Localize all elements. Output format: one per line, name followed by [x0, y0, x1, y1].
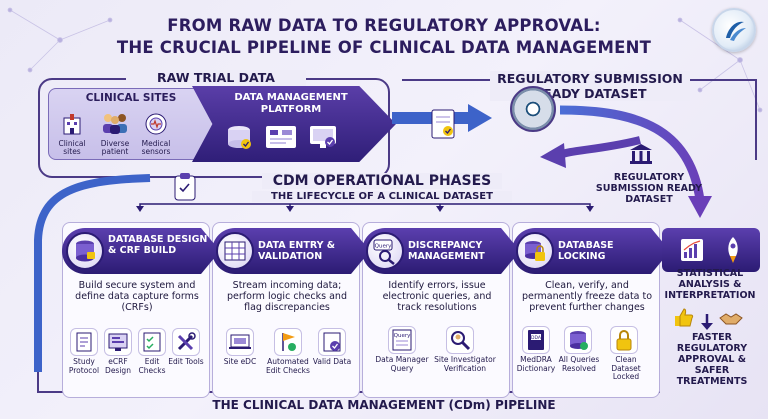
dda-icon-text: DDA [531, 335, 542, 341]
item-label-site-edc: Site eDC [223, 357, 257, 366]
site-edc-icon [226, 328, 254, 356]
site-label-sensors: Medical sensors [141, 139, 171, 156]
monitor-check-icon [310, 126, 336, 148]
item-label-meddra: MedDRA Dictionary [516, 355, 556, 373]
bar-chart-icon [681, 239, 703, 261]
item-label-automated-checks: Automated Edit Checks [266, 357, 310, 375]
data-management-platform-title: DATA MANAGEMENT PLATFORM [234, 92, 348, 115]
data-grid-icon [216, 232, 254, 270]
phase-desc-discrepancy: Identify errors, issue electronic querie… [382, 280, 492, 313]
phase-desc-design: Build secure system and define data capt… [75, 280, 199, 313]
phase-title-design: DATABASE DESIGN & CRF BUILD [108, 234, 208, 256]
clinical-sites-title: CLINICAL SITES [85, 92, 177, 104]
medical-sensors-icon [145, 113, 167, 135]
workflow-chart-icon [266, 126, 296, 148]
meddra-dictionary-icon: DDA [522, 326, 550, 354]
clinical-site-building-icon [63, 114, 81, 135]
submission-side-label: REGULATORY SUBMISSION READY DATASET [595, 172, 703, 205]
down-arrow-icon [701, 314, 713, 330]
document-check-icon [431, 109, 455, 139]
pipeline-footer-title: THE CLINICAL DATA MANAGEMENT (CDm) PIPEL… [212, 398, 556, 412]
phase-desc-entry: Stream incoming data; perform logic chec… [227, 280, 347, 313]
edit-checks-icon [138, 328, 166, 356]
government-building-icon [630, 144, 652, 164]
handshake-icon [719, 313, 743, 325]
phases-header-subtitle: THE LIFECYCLE OF A CLINICAL DATASET [252, 191, 512, 202]
dataset-locked-icon [610, 326, 638, 354]
main-title-line1: FROM RAW DATA TO REGULATORY APPROVAL: [167, 16, 601, 35]
query-search-icon: Query [366, 232, 404, 270]
clipboard-check-icon [174, 173, 196, 201]
database-padlock-icon [516, 232, 554, 270]
item-label-queries-resolved: All Queries Resolved [558, 355, 600, 373]
phase-title-discrepancy: DISCREPANCY MANAGEMENT [408, 240, 485, 262]
analysis-label: STATISTICAL ANALYSIS & INTERPRETATION [664, 268, 756, 301]
item-label-dataset-locked: Clean Dataset Locked [611, 355, 641, 381]
query-item-text: Query [394, 333, 411, 339]
valid-data-icon [318, 328, 346, 356]
company-logo-icon [712, 8, 756, 52]
queries-resolved-icon [564, 326, 592, 354]
investigator-verification-icon [446, 326, 474, 354]
thumbs-up-icon [675, 308, 694, 327]
item-label-edit-checks: Edit Checks [138, 357, 166, 375]
database-lock-icon [66, 232, 104, 270]
phase-title-locking: DATABASE LOCKING [558, 240, 614, 262]
dataset-disc-icon [510, 86, 556, 132]
data-manager-query-icon: Query [388, 326, 416, 354]
outcome-label: FASTER REGULATORY APPROVAL & SAFER TREAT… [676, 332, 748, 387]
diverse-patients-icon [103, 114, 127, 134]
data-management-platform-arrow [192, 86, 396, 162]
item-label-study-protocol: Study Protocol [68, 357, 100, 375]
phases-header-title: CDM OPERATIONAL PHASES [262, 173, 502, 189]
site-label-clinical: Clinical sites [58, 139, 86, 156]
phase-desc-locking: Clean, verify, and permanently freeze da… [521, 280, 653, 313]
database-stack-icon [228, 126, 251, 149]
main-title-line2: THE CRUCIAL PIPELINE OF CLINICAL DATA MA… [116, 38, 652, 57]
item-label-data-manager-query: Data Manager Query [375, 355, 429, 373]
edit-tools-icon [172, 328, 200, 356]
automated-checks-icon [274, 328, 302, 356]
query-icon-text: Query [375, 244, 392, 250]
item-label-ecrf-design: eCRF Design [105, 357, 131, 375]
phase-title-entry: DATA ENTRY & VALIDATION [258, 240, 336, 262]
study-protocol-icon [70, 328, 98, 356]
item-label-edit-tools: Edit Tools [168, 357, 204, 366]
analysis-box [662, 228, 760, 272]
site-label-patients: Diverse patient [100, 139, 130, 156]
ecrf-design-icon [104, 328, 132, 356]
rocket-icon [728, 237, 738, 263]
item-label-valid-data: Valid Data [312, 357, 352, 366]
item-label-investigator-verification: Site Investigator Verification [434, 355, 496, 373]
